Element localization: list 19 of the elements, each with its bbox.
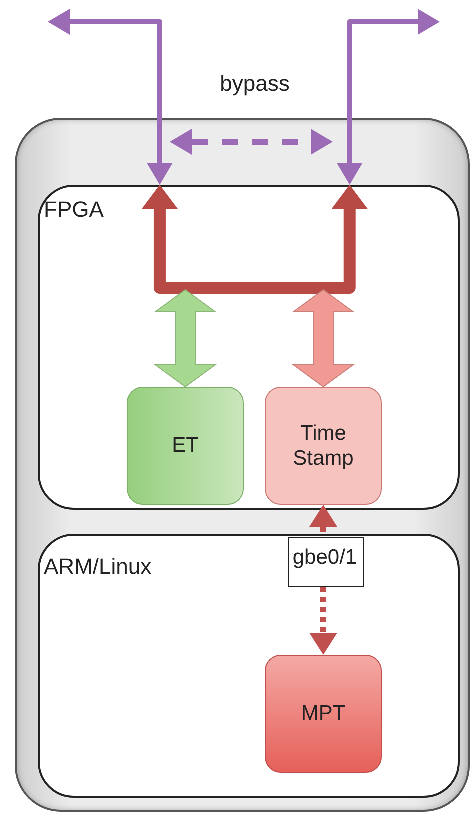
module-box [265, 387, 382, 505]
module-label: Time Stamp [292, 420, 355, 472]
block-arrow [292, 289, 356, 388]
module-box [265, 655, 382, 773]
region-box [38, 185, 460, 510]
thick-arrow [142, 185, 255, 294]
module-label: MPT [300, 701, 347, 727]
region-title: FPGA [44, 197, 104, 223]
module-box [127, 387, 244, 505]
bypass-label: bypass [220, 71, 290, 97]
arrow [48, 9, 173, 185]
edge-label: gbe0/1 [288, 537, 364, 587]
device-box [15, 118, 470, 812]
arrow [336, 9, 440, 185]
thick-arrow [255, 185, 368, 294]
block-arrow [154, 289, 218, 388]
region-box [38, 534, 460, 798]
module-label: ET [171, 433, 200, 459]
region-title: ARM/Linux [44, 554, 152, 580]
